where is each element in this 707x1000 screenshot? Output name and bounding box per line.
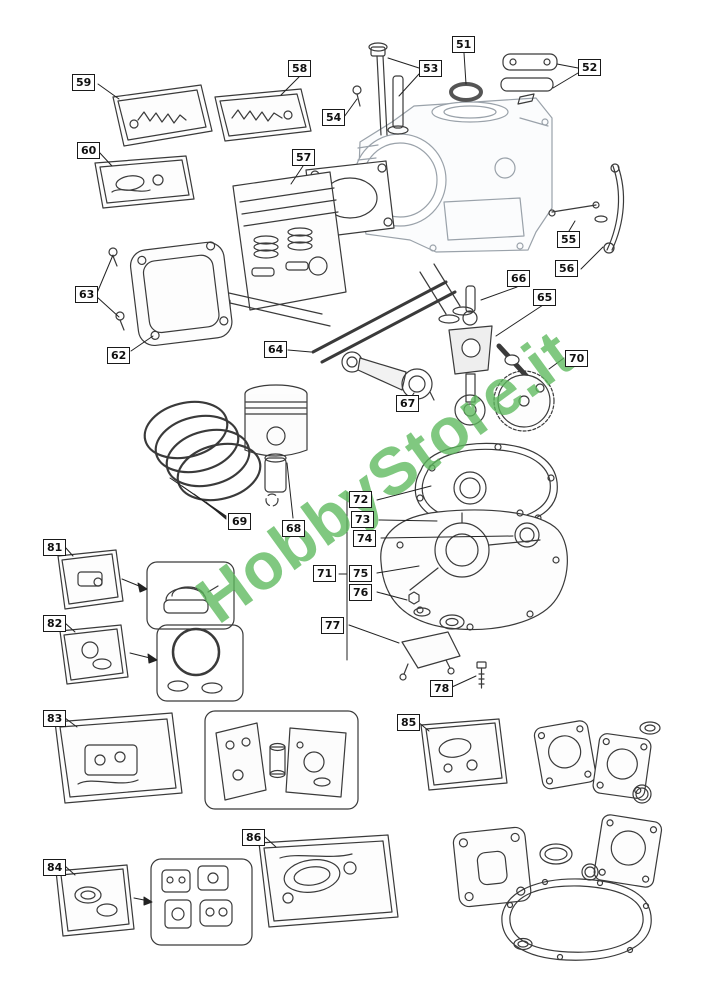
leader-lines xyxy=(65,53,603,905)
part-label-56: 56 xyxy=(555,260,579,277)
gasket-packet-59 xyxy=(113,85,212,146)
bolt-part-54 xyxy=(353,86,361,106)
valve-cover-part xyxy=(129,240,234,347)
part-label-85: 85 xyxy=(397,714,421,731)
oil-dipstick-part xyxy=(369,43,408,135)
oil-baffle-part xyxy=(400,632,460,680)
cylinder-head-part xyxy=(212,172,346,326)
part-label-62: 62 xyxy=(107,347,131,364)
part-label-69: 69 xyxy=(228,513,252,530)
part-label-82: 82 xyxy=(43,615,67,632)
kit-box-83 xyxy=(205,711,358,809)
part-label-65: 65 xyxy=(533,289,557,306)
crankcase-gasket-part xyxy=(415,443,557,529)
part-label-76: 76 xyxy=(349,584,373,601)
drain-plug-part xyxy=(409,592,464,629)
part-label-66: 66 xyxy=(507,270,531,287)
part-label-71: 71 xyxy=(313,565,337,582)
kit-box-81 xyxy=(147,562,234,629)
part-label-52: 52 xyxy=(578,59,602,76)
governor-lever-part xyxy=(604,164,624,253)
gasket-packet-83 xyxy=(55,713,182,803)
kit-box-84 xyxy=(151,859,252,945)
piston-part xyxy=(245,385,307,506)
part-label-81: 81 xyxy=(43,539,67,556)
part-label-73: 73 xyxy=(351,511,375,528)
part-label-83: 83 xyxy=(43,710,67,727)
camshaft-part xyxy=(494,346,554,431)
bolt-part-78 xyxy=(477,662,486,688)
part-label-55: 55 xyxy=(557,231,581,248)
piston-rings-part xyxy=(139,394,267,509)
loose-gaskets-85 xyxy=(533,720,660,803)
part-label-58: 58 xyxy=(288,60,312,77)
connecting-rod-part xyxy=(342,352,434,404)
part-label-64: 64 xyxy=(264,341,288,358)
part-label-86: 86 xyxy=(242,829,266,846)
part-label-77: 77 xyxy=(321,617,345,634)
governor-link-part xyxy=(549,202,607,222)
part-label-54: 54 xyxy=(322,109,346,126)
part-label-74: 74 xyxy=(353,530,377,547)
kit-box-82 xyxy=(157,625,243,701)
push-rods-part xyxy=(313,282,455,362)
gasket-packet-86 xyxy=(259,835,398,927)
part-label-59: 59 xyxy=(72,74,96,91)
seal-ring-part xyxy=(451,84,481,100)
gasket-packet-84 xyxy=(56,865,134,936)
gasket-packet-82 xyxy=(60,625,128,684)
valves-part xyxy=(420,264,473,323)
breather-kit-part xyxy=(501,54,557,104)
part-label-68: 68 xyxy=(282,520,306,537)
gasket-packet-58 xyxy=(215,89,311,141)
part-label-53: 53 xyxy=(419,60,443,77)
part-label-72: 72 xyxy=(349,491,373,508)
gasket-packet-60 xyxy=(95,156,194,208)
part-label-70: 70 xyxy=(565,350,589,367)
gasket-packet-81 xyxy=(58,550,123,609)
engine-block-part xyxy=(354,98,552,252)
part-label-63: 63 xyxy=(75,286,99,303)
part-label-84: 84 xyxy=(43,859,67,876)
gasket-packet-85 xyxy=(421,719,507,790)
part-label-51: 51 xyxy=(452,36,476,53)
sump-cover-part xyxy=(381,510,568,630)
part-label-75: 75 xyxy=(349,565,373,582)
part-label-60: 60 xyxy=(77,142,101,159)
part-label-57: 57 xyxy=(292,149,316,166)
part-label-67: 67 xyxy=(396,395,420,412)
crankshaft-part xyxy=(449,286,492,425)
loose-gaskets-86 xyxy=(452,814,662,961)
part-label-78: 78 xyxy=(430,680,454,697)
